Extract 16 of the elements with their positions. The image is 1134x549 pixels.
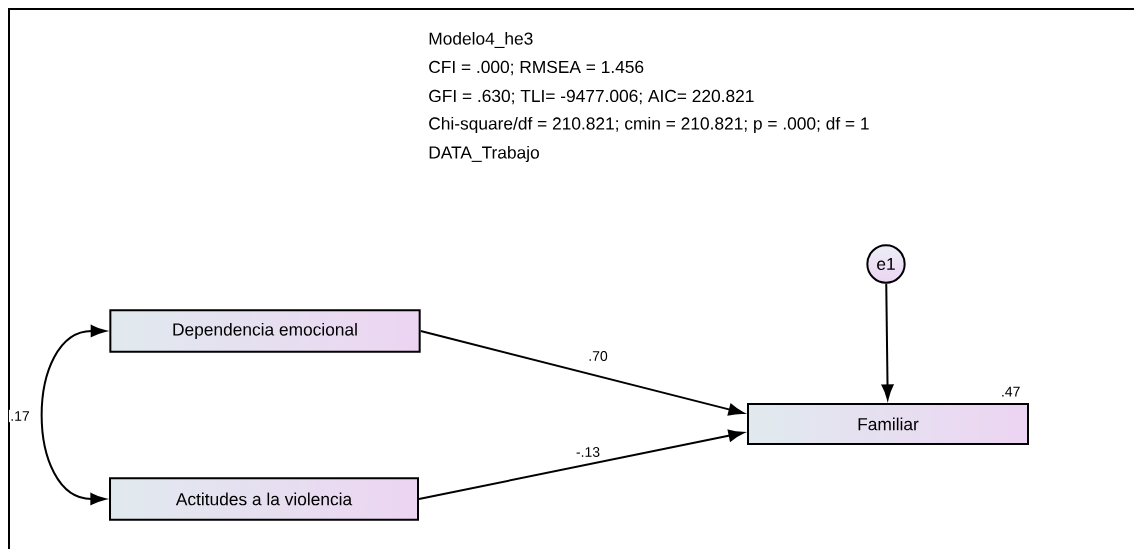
edge-label: .17 xyxy=(8,409,32,423)
variable-box: Actitudes a la violencia xyxy=(109,477,419,521)
path-arrow xyxy=(40,325,107,505)
path-arrow xyxy=(418,429,744,500)
variable-box: Dependencia emocional xyxy=(109,309,421,353)
fit-statistic-line: CFI = .000; RMSEA = 1.456 xyxy=(429,60,644,76)
fit-statistic-line: Chi-square/df = 210.821; cmin = 210.821; p = .000; df = 1 xyxy=(429,116,869,134)
fit-statistic-line: GFI = .630; TLI= -9477.006; AIC= 220.821 xyxy=(429,89,754,105)
fit-statistic-line: DATA_Trabajo xyxy=(429,145,539,163)
coefficient-label: .47 xyxy=(1002,386,1020,397)
edge-label: -.13 xyxy=(574,445,602,459)
fit-statistic-line: Modelo4_he3 xyxy=(429,32,533,48)
path-arrow xyxy=(419,330,744,416)
variable-box: Familiar xyxy=(747,403,1029,445)
path-arrow xyxy=(881,282,894,400)
edge-label: .70 xyxy=(586,349,610,363)
